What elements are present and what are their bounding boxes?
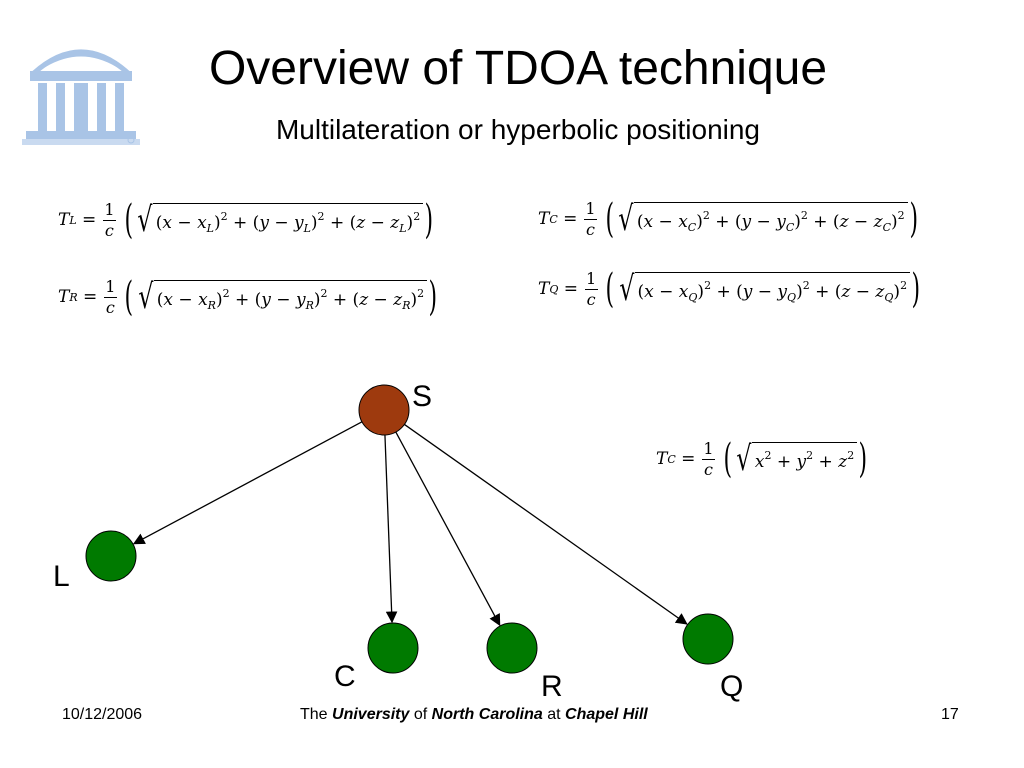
node-c: [367, 622, 419, 674]
edge-s-to-c: [384, 434, 398, 624]
slide-title: Overview of TDOA technique: [208, 42, 828, 95]
edge-s-to-l: [132, 421, 363, 545]
footer-page-number: 17: [941, 706, 959, 723]
node-label-r: R: [541, 670, 563, 703]
node-r: [486, 622, 538, 674]
node-l: [85, 530, 137, 582]
node-q: [682, 613, 734, 665]
node-s: [358, 384, 410, 436]
edge-s-to-q: [404, 423, 688, 625]
footer-institution: The University of North Carolina at Chap…: [300, 706, 648, 723]
node-label-c: C: [334, 660, 356, 693]
edge-s-to-r: [395, 431, 501, 627]
node-label-s: S: [412, 380, 432, 413]
old-well-logo: [22, 49, 140, 145]
footer-date: 10/12/2006: [62, 706, 143, 723]
node-label-q: Q: [720, 670, 743, 703]
node-label-l: L: [53, 560, 70, 593]
slide-subtitle: Multilateration or hyperbolic positionin…: [275, 114, 761, 145]
